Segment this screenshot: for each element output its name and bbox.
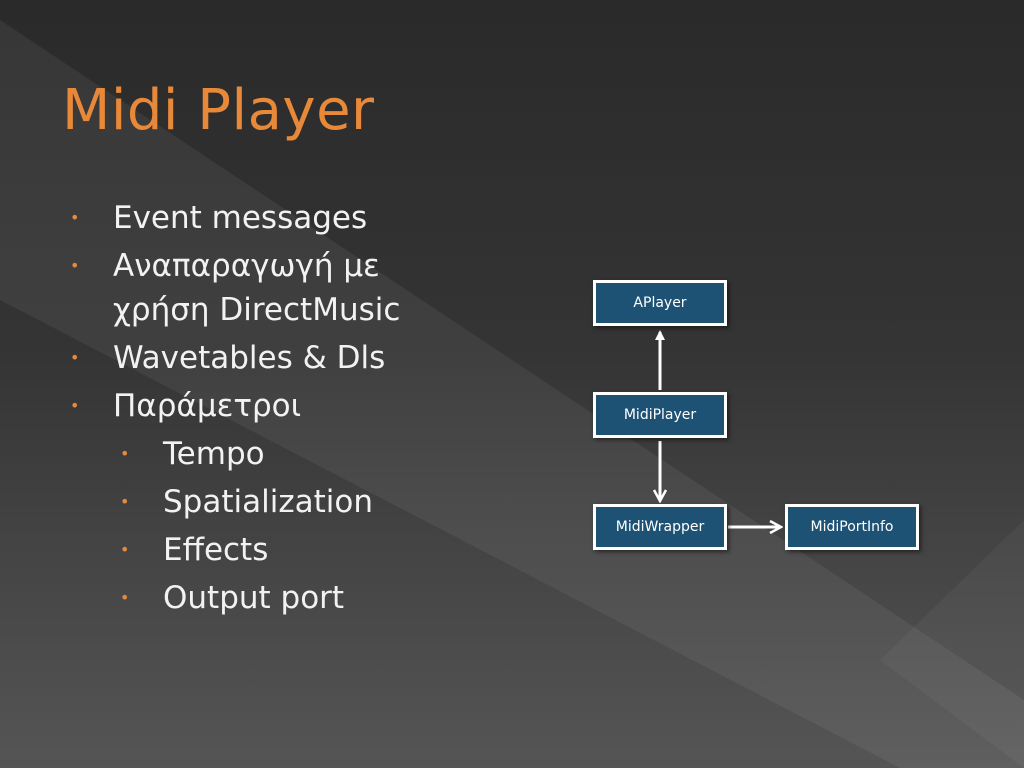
bullet-dot-icon: • (70, 256, 80, 275)
bullet-text: Effects (163, 532, 269, 568)
diagram-edges (560, 330, 960, 590)
bullet-item: • Αναπαραγωγή με χρήση DirectMusic (70, 244, 490, 332)
node-aplayer: APlayer (593, 280, 727, 326)
bullet-dot-icon: • (70, 348, 80, 367)
sub-bullet-item: • Output port (70, 576, 490, 620)
sub-bullet-item: • Spatialization (70, 480, 490, 524)
bullet-text: Output port (163, 580, 345, 616)
sub-bullet-item: • Effects (70, 528, 490, 572)
bullet-text: Παράμετροι (113, 388, 302, 424)
bullet-text: Wavetables & Dls (113, 340, 386, 376)
bullet-item: • Wavetables & Dls (70, 336, 490, 380)
bullet-text: Spatialization (163, 484, 373, 520)
bullet-text: Αναπαραγωγή με χρήση DirectMusic (113, 248, 401, 328)
bullet-dot-icon: • (70, 208, 80, 227)
bullet-dot-icon: • (120, 540, 130, 559)
bullet-text: Tempo (163, 436, 265, 472)
bullet-dot-icon: • (120, 444, 130, 463)
node-midiplayer: MidiPlayer (593, 392, 727, 438)
slide-title: Midi Player (62, 78, 375, 143)
bullet-dot-icon: • (120, 492, 130, 511)
bullet-dot-icon: • (120, 588, 130, 607)
node-midiportinfo: MidiPortInfo (785, 504, 919, 550)
bullet-item: • Παράμετροι (70, 384, 490, 428)
node-midiwrapper: MidiWrapper (593, 504, 727, 550)
bullet-dot-icon: • (70, 396, 80, 415)
bullet-list: • Event messages • Αναπαραγωγή με χρήση … (70, 196, 490, 624)
bullet-text: Event messages (113, 200, 368, 236)
bullet-item: • Event messages (70, 196, 490, 240)
class-diagram: APlayer MidiPlayer MidiWrapper MidiPortI… (560, 260, 960, 590)
sub-bullet-item: • Tempo (70, 432, 490, 476)
